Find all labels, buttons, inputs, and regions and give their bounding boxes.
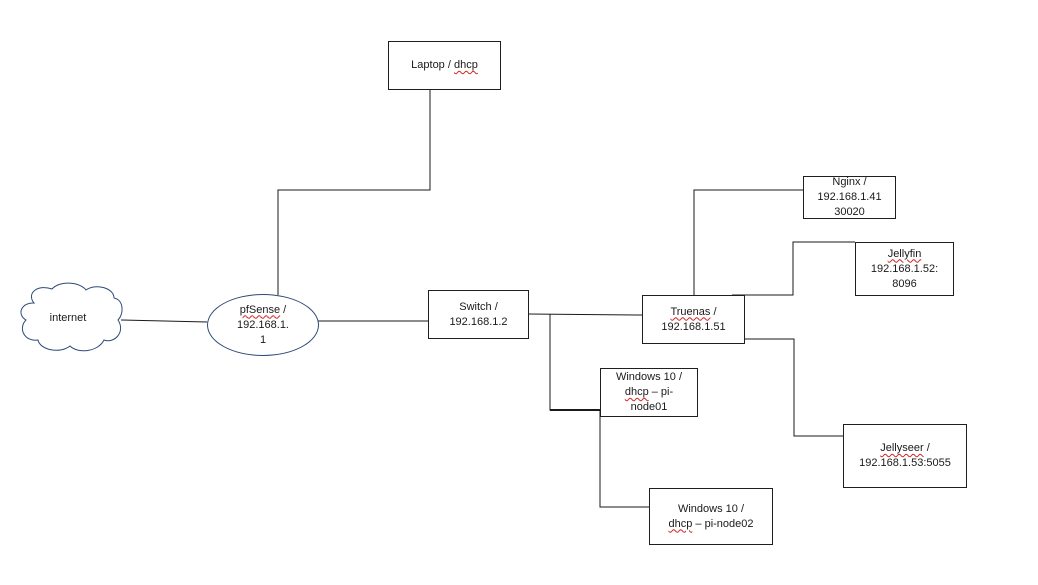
link-win1-win2 (599, 410, 649, 508)
win1-dhcp: dhcp (624, 386, 649, 398)
switch-node[interactable]: Switch / 192.168.1.2 (428, 290, 529, 339)
link-truenas-nginx (693, 189, 803, 295)
jellyseer-name: Jellyseer (880, 442, 924, 454)
jellyfin-name: Jellyfin (887, 247, 922, 260)
laptop-node[interactable]: Laptop / dhcp (388, 41, 501, 90)
nginx-port: 30020 (834, 206, 865, 218)
nginx-name: Nginx / (832, 176, 867, 188)
jellyseer-node[interactable]: Jellyseer / 192.168.1.53:5055 (843, 424, 967, 488)
win1-host-rest: node01 (630, 401, 668, 413)
pfsense-sep: / (280, 303, 287, 316)
jellyseer-ip: 192.168.1.53:5055 (859, 457, 951, 469)
win2-host: – pi-node02 (692, 517, 754, 530)
link-truenas-jellyseer (744, 338, 843, 437)
internet-label: internet (49, 312, 87, 324)
win10-pi-node01-node[interactable]: Windows 10 / dhcp – pi- node01 (600, 368, 698, 417)
truenas-ip: 192.168.1.51 (661, 320, 726, 333)
jellyfin-ip: 192.168.1.52: (870, 262, 939, 275)
jellyfin-node[interactable]: Jellyfin 192.168.1.52: 8096 (855, 242, 954, 296)
truenas-node[interactable]: Truenas / 192.168.1.51 (642, 295, 745, 344)
win2-dhcp: dhcp (668, 517, 693, 530)
nginx-ip: 192.168.1.41 (817, 191, 882, 203)
laptop-name: Laptop / (411, 59, 454, 71)
pfsense-ip-line2: 192.168.1. (237, 318, 289, 331)
link-switch-win1 (549, 314, 600, 411)
pfsense-name: pfSense (239, 303, 281, 316)
pfsense-node[interactable]: pfSense / 192.168.1. 1 (207, 294, 319, 356)
link-switch-truenas (527, 313, 643, 316)
win10-pi-node02-node[interactable]: Windows 10 / dhcp – pi-node02 (649, 488, 773, 545)
switch-name: Switch / (459, 300, 498, 313)
connectors (120, 89, 855, 508)
laptop-dhcp: dhcp (453, 59, 478, 71)
truenas-sep: / (710, 305, 717, 318)
link-truenas-jellyfin (732, 241, 855, 296)
pfsense-ip-line3: 1 (259, 333, 267, 346)
truenas-name: Truenas (670, 305, 711, 318)
link-internet-pfsense (120, 319, 208, 323)
link-pfsense-laptop (277, 89, 431, 295)
switch-ip: 192.168.1.2 (449, 315, 508, 328)
win1-host-part: – pi- (648, 386, 674, 398)
jellyseer-sep: / (923, 442, 930, 454)
internet-cloud-icon (20, 282, 123, 352)
jellyfin-port: 8096 (892, 277, 917, 290)
win1-os: Windows 10 / (615, 371, 683, 383)
win2-os: Windows 10 / (677, 502, 745, 515)
nginx-node[interactable]: Nginx / 192.168.1.41 30020 (803, 176, 896, 219)
